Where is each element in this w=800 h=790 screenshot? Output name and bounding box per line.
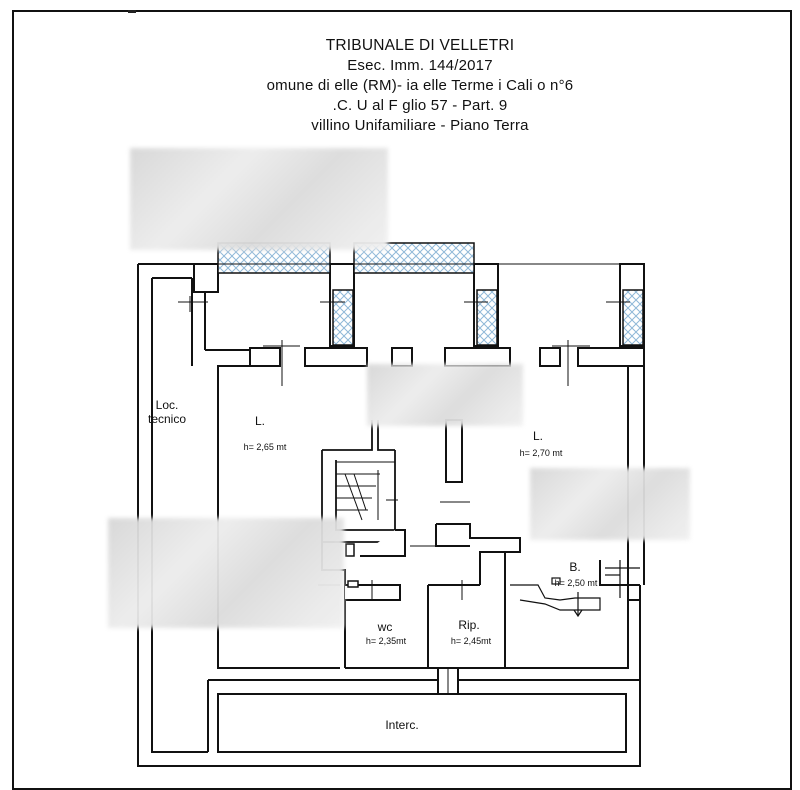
room-label-living-right: L. <box>532 429 543 443</box>
intercapedine <box>207 668 640 753</box>
room-label-bath: B. <box>569 560 581 574</box>
door-swing-marks <box>178 296 630 386</box>
room-label-wc: wc <box>377 620 393 634</box>
redacted-watermark-left <box>108 518 344 628</box>
corner-mark <box>128 10 136 13</box>
redacted-watermark-right <box>530 468 690 540</box>
facade-columns <box>193 263 645 347</box>
room-label-interc: Interc. <box>385 718 419 732</box>
room-label-living-left: L. <box>254 414 265 428</box>
minor-marks <box>318 545 470 600</box>
outer-walls <box>137 263 641 767</box>
cadastral-reference: .C. U al F glio 57 - Part. 9 <box>332 97 508 114</box>
room-height-living-right: h= 2,70 mt <box>519 448 563 458</box>
room-height-rip: h= 2,45mt <box>450 636 492 646</box>
redacted-watermark-top <box>130 148 388 250</box>
room-height-living-left: h= 2,65 mt <box>243 442 287 452</box>
stair-treads <box>336 461 398 521</box>
case-number: Esec. Imm. 144/2017 <box>347 57 493 74</box>
central-pillar <box>445 419 463 483</box>
title-block: TRIBUNALE DI VELLETRI Esec. Imm. 144/201… <box>200 36 640 136</box>
property-address: omune di elle (RM)- ia elle Terme i Cali… <box>266 77 574 94</box>
room-label-loc-tecnico: Loc. tecnico <box>147 398 187 426</box>
hatched-walls <box>217 242 644 346</box>
redacted-watermark-center <box>367 364 523 426</box>
property-description: villino Unifamiliare - Piano Terra <box>311 117 529 134</box>
bath-fixtures <box>510 560 640 618</box>
room-label-rip: Rip. <box>458 618 480 632</box>
rail-lines <box>218 263 640 274</box>
court-title: TRIBUNALE DI VELLETRI <box>325 37 515 54</box>
room-height-wc: h= 2,35mt <box>365 636 407 646</box>
room-height-bath: h= 2,50 mt <box>554 578 598 588</box>
